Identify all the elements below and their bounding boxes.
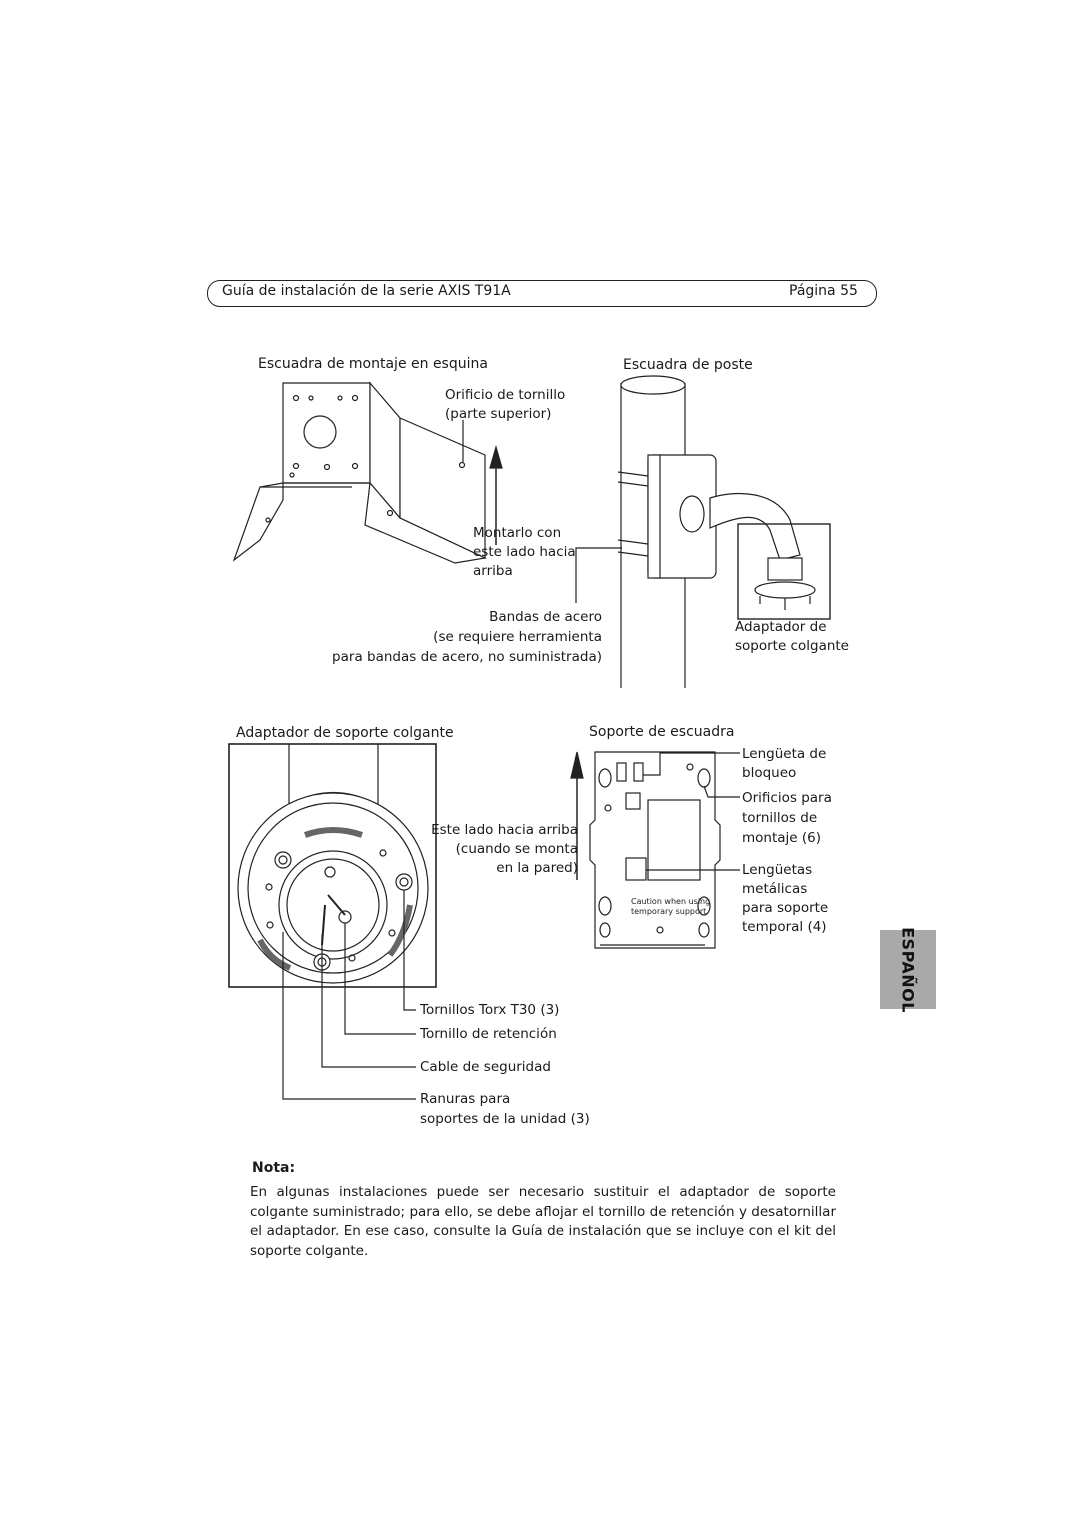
- pole-bracket-drawing: [575, 375, 831, 688]
- torx-screws-label: Tornillos Torx T30 (3): [420, 1002, 560, 1018]
- metal-tabs-line3: para soporte: [742, 900, 829, 916]
- mount-holes-line1: Orificios para: [742, 790, 832, 806]
- up-label-line2: (cuando se monta: [455, 841, 578, 857]
- retention-screw-label: Tornillo de retención: [420, 1026, 557, 1042]
- pendant-adapter-callout-line1: Adaptador de: [735, 619, 827, 635]
- pendant-adapter-drawing: [228, 743, 437, 1100]
- up-label-line1: Este lado hacia arriba: [431, 822, 578, 838]
- pole-bracket-heading: Escuadra de poste: [623, 357, 753, 373]
- language-tab: ESPAÑOL: [880, 927, 936, 1012]
- steel-bands-line3: para bandas de acero, no suministrada): [332, 649, 602, 665]
- pendant-adapter-callout-line2: soporte colgante: [735, 638, 849, 654]
- plate-print-line1: Caution when using: [631, 897, 710, 906]
- callout-screw-hole-line1: Orificio de tornillo: [445, 387, 566, 403]
- corner-bracket-drawing: [232, 381, 487, 564]
- mount-holes-line2: tornillos de: [742, 810, 818, 826]
- callout-mount-line3: arriba: [473, 563, 513, 579]
- safety-cable-label: Cable de seguridad: [420, 1059, 551, 1075]
- page-number: Página 55: [789, 283, 858, 299]
- steel-bands-line1: Bandas de acero: [489, 609, 602, 625]
- callout-screw-hole-line2: (parte superior): [445, 406, 552, 422]
- language-tab-label: ESPAÑOL: [898, 926, 918, 1013]
- slots-label-line1: Ranuras para: [420, 1091, 511, 1107]
- corner-bracket-heading: Escuadra de montaje en esquina: [258, 356, 488, 372]
- slots-label-line2: soportes de la unidad (3): [420, 1111, 590, 1127]
- plate-print-line2: temporary support: [631, 907, 706, 916]
- steel-bands-line2: (se requiere herramienta: [433, 629, 602, 645]
- pendant-adapter-heading: Adaptador de soporte colgante: [236, 725, 454, 741]
- callout-mount-line2: este lado hacia: [473, 544, 576, 560]
- document-title: Guía de instalación de la serie AXIS T91…: [222, 283, 511, 299]
- lock-tab-line2: bloqueo: [742, 765, 797, 781]
- bracket-support-drawing: [570, 751, 740, 949]
- metal-tabs-line4: temporal (4): [742, 919, 827, 935]
- mount-holes-line3: montaje (6): [742, 830, 822, 846]
- note-body: En algunas instalaciones puede ser neces…: [250, 1184, 836, 1259]
- page-header-frame: [207, 280, 877, 307]
- metal-tabs-line1: Lengüetas: [742, 862, 813, 878]
- up-label-line3: en la pared): [496, 860, 578, 876]
- bracket-support-heading: Soporte de escuadra: [589, 724, 735, 740]
- metal-tabs-line2: metálicas: [742, 881, 808, 897]
- callout-mount-line1: Montarlo con: [473, 525, 562, 541]
- lock-tab-line1: Lengüeta de: [742, 746, 827, 762]
- note-title: Nota:: [252, 1160, 296, 1176]
